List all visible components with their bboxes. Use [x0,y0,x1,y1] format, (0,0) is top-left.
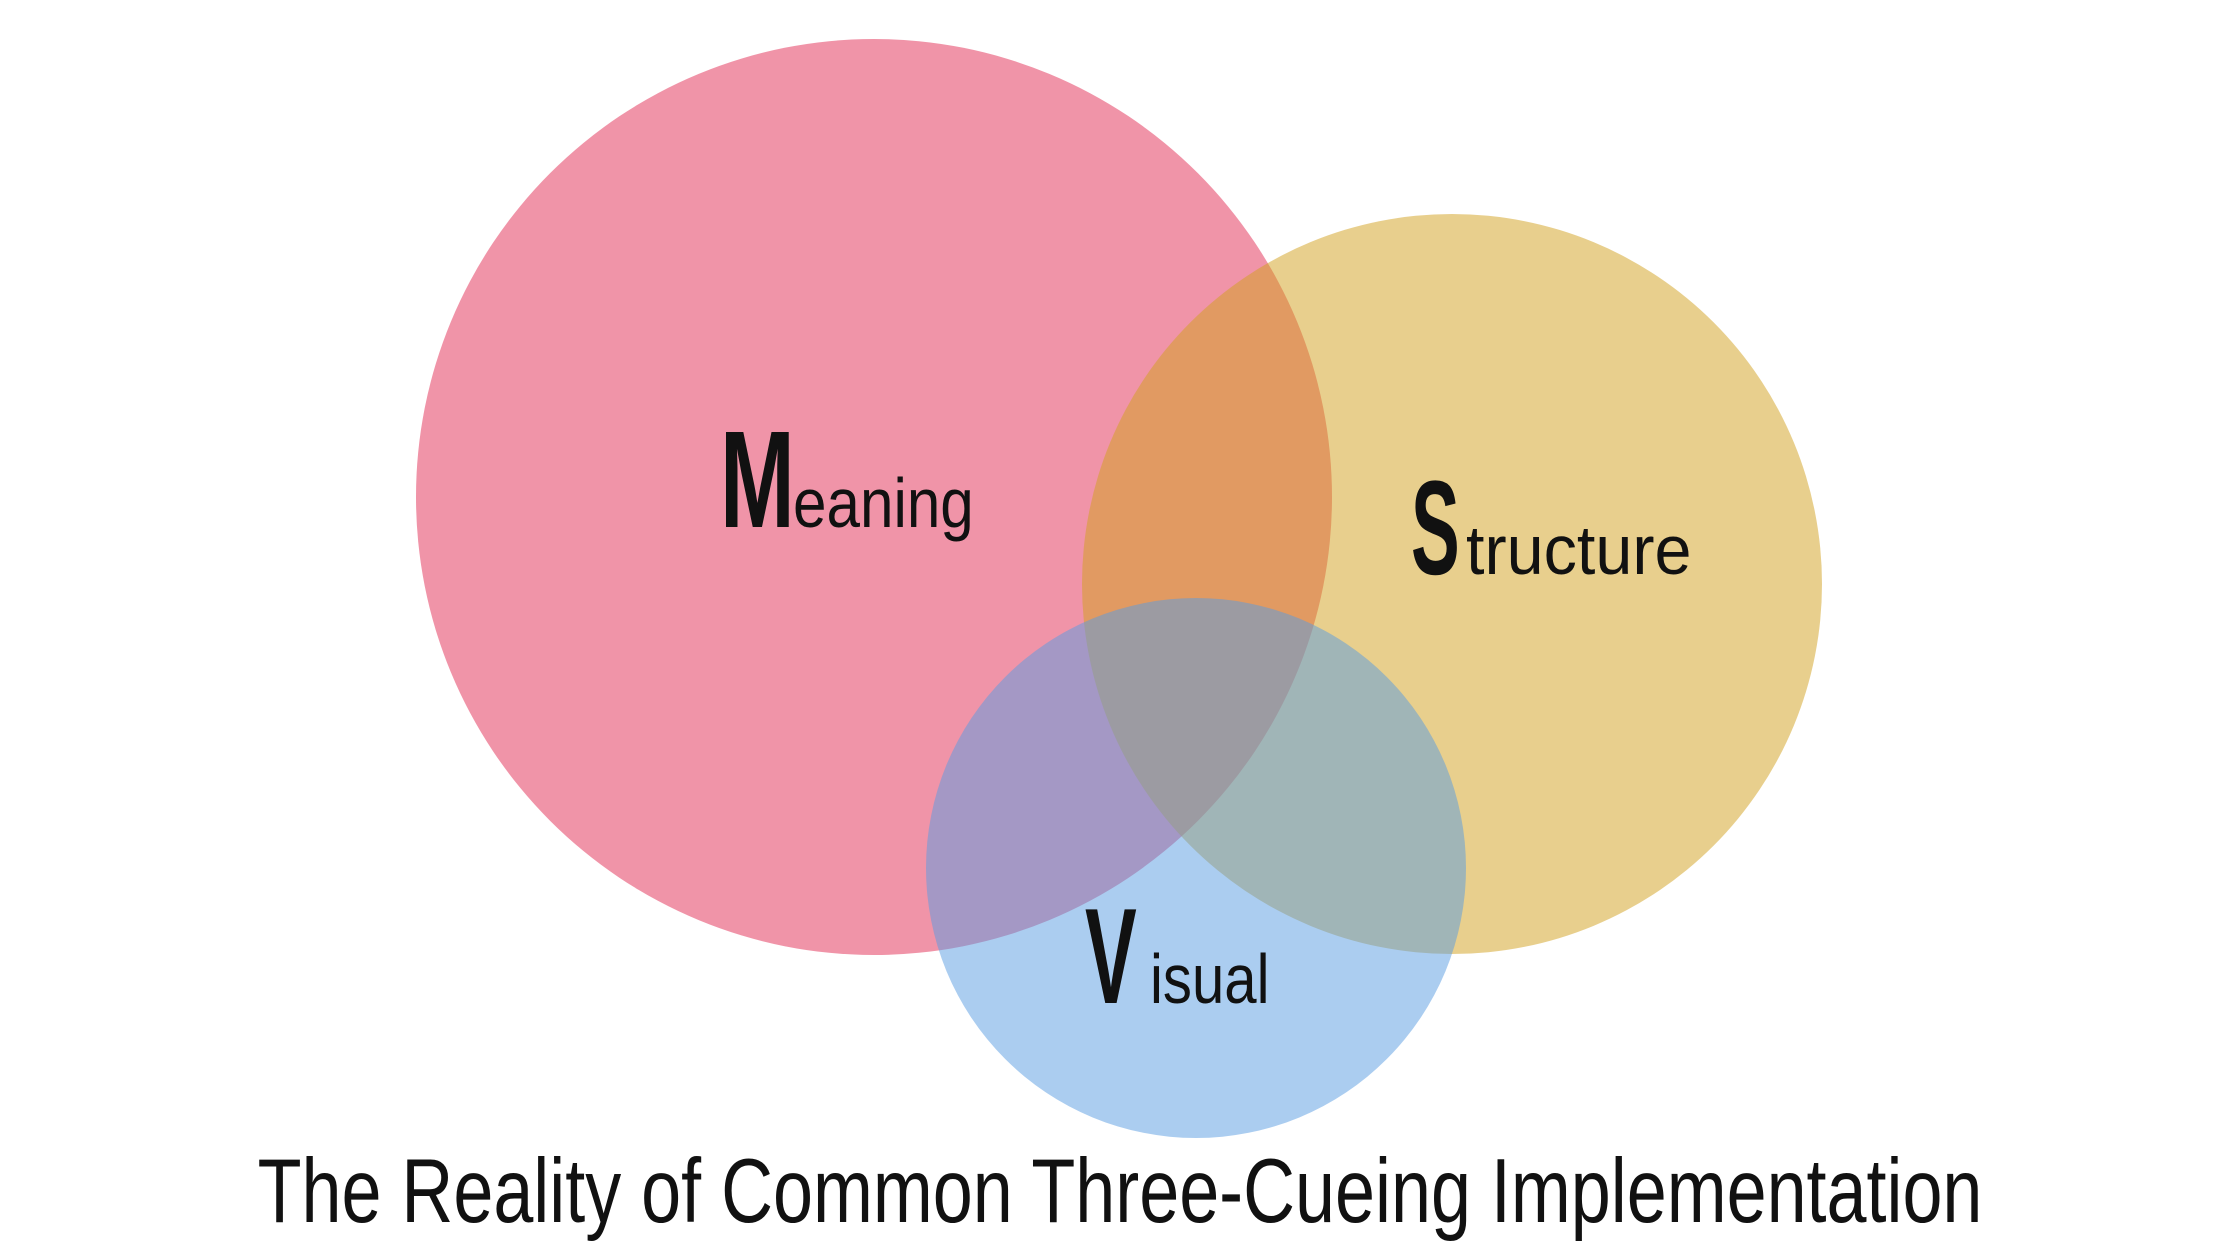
meaning-rest: eaning [792,464,974,542]
meaning-initial: M [720,403,795,557]
visual-circle [926,598,1466,1138]
structure-rest: tructure [1466,511,1692,589]
visual-rest: isual [1149,940,1270,1018]
structure-initial: S [1411,454,1460,603]
diagram-title: The Reality of Common Three-Cueing Imple… [257,1141,1983,1242]
visual-initial: V [1085,880,1137,1032]
